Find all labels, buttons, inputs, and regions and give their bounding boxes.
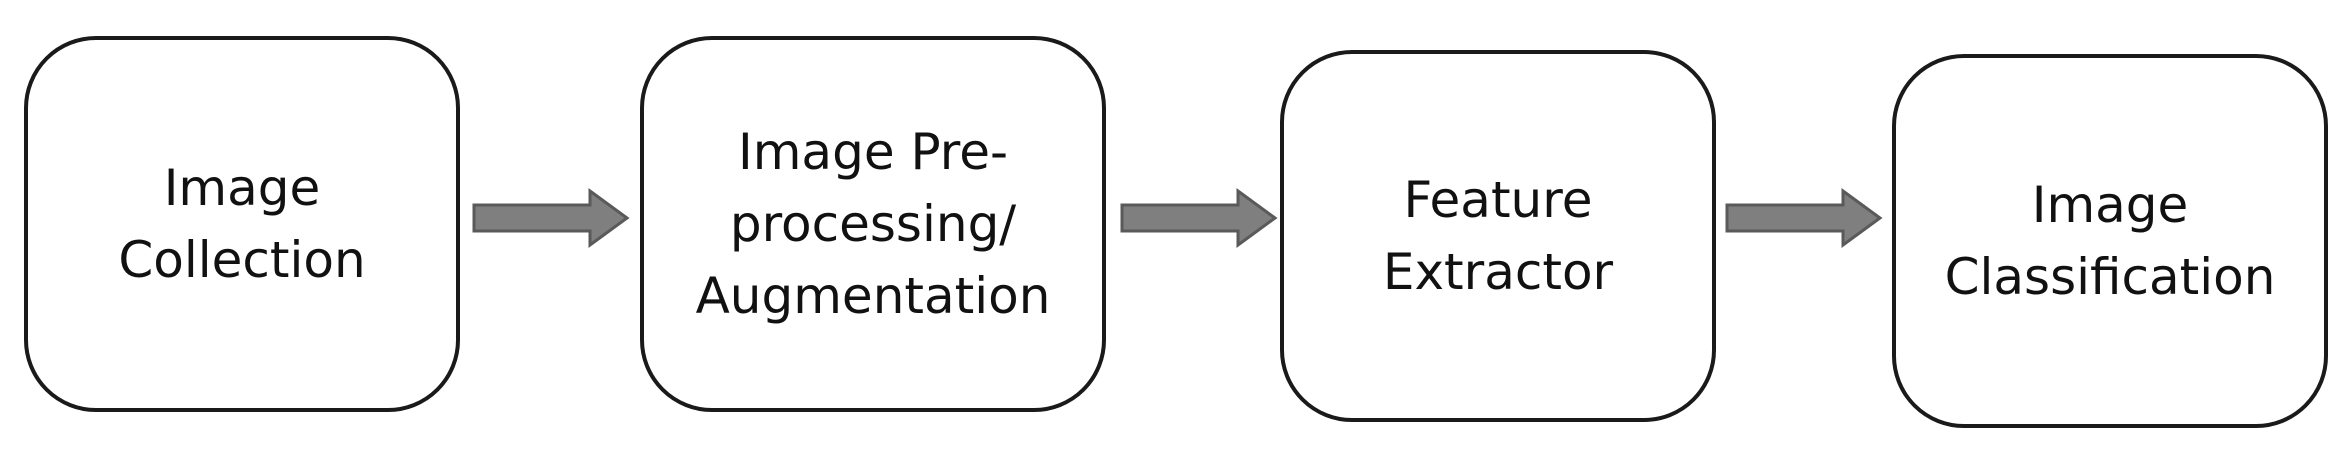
arrow-2 bbox=[1120, 188, 1278, 248]
step-feature-extractor: Feature Extractor bbox=[1280, 50, 1716, 422]
step-label: Image Pre- processing/ Augmentation bbox=[695, 123, 1051, 325]
step-image-collection: Image Collection bbox=[24, 36, 460, 412]
step-label: Image Collection bbox=[118, 159, 366, 289]
step-image-preprocessing-augmentation: Image Pre- processing/ Augmentation bbox=[640, 36, 1106, 412]
step-label: Feature Extractor bbox=[1382, 171, 1614, 301]
step-label: Image Classification bbox=[1944, 176, 2276, 306]
arrow-3 bbox=[1725, 188, 1883, 248]
arrow-1 bbox=[472, 188, 630, 248]
step-image-classification: Image Classification bbox=[1892, 54, 2328, 428]
